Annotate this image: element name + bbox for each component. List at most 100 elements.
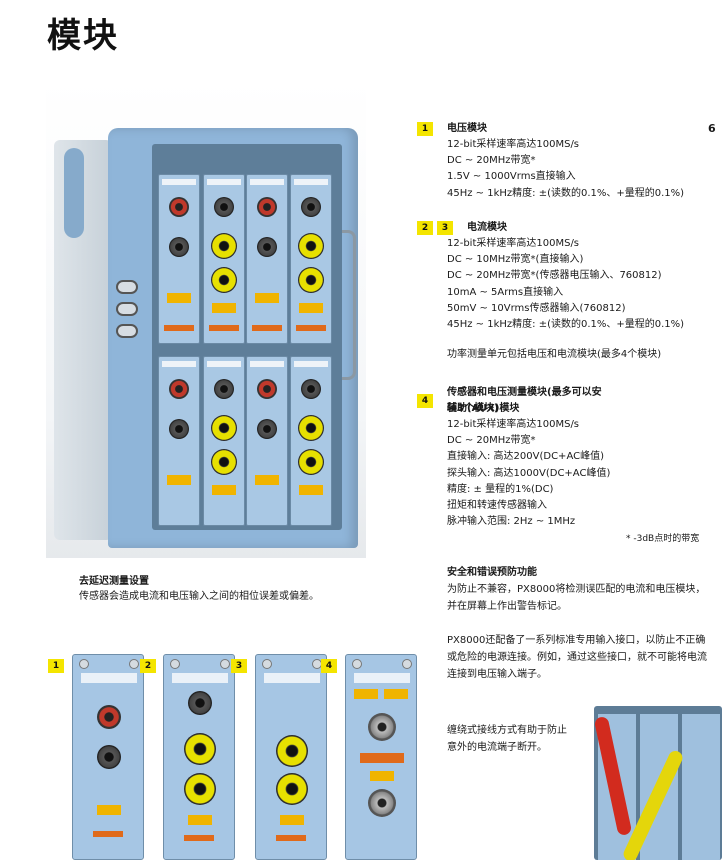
- voltage-module: [246, 356, 288, 526]
- current-jack-yellow: [298, 415, 324, 441]
- warning-label: [167, 475, 191, 485]
- voltage-jack-red: [169, 197, 189, 217]
- page-title: 模块: [47, 16, 119, 56]
- voltage-module-thumbnail: [72, 654, 144, 860]
- thumb-badge-3: 3: [231, 659, 247, 673]
- spec-line: 精度: ± 量程的1%(DC): [447, 483, 554, 495]
- warning-label: [255, 475, 279, 485]
- spec-line: DC ~ 20MHz带宽*(传感器电压输入、760812): [447, 270, 662, 282]
- brand-label: [164, 325, 194, 331]
- warning-label: [299, 485, 323, 495]
- brand-label: [93, 831, 123, 837]
- current-jack-yellow: [211, 449, 237, 475]
- voltage-jack-red: [97, 705, 121, 729]
- current-module: [290, 356, 332, 526]
- cable-photo: [594, 706, 722, 860]
- spec-line: 45Hz ~ 1kHz精度: ±(读数的0.1%、+量程的0.1%): [447, 319, 685, 331]
- current-jack-yellow: [276, 735, 308, 767]
- badge-2: 2: [417, 221, 433, 235]
- side-connector: [116, 280, 138, 294]
- instrument-handle: [342, 230, 356, 380]
- badge-1: 1: [417, 122, 433, 136]
- brand-label: [184, 835, 214, 841]
- voltage-jack-black: [257, 237, 277, 257]
- spec-line: 直接输入: 高达200V(DC+AC峰值): [447, 451, 604, 463]
- current-jack-yellow: [298, 449, 324, 475]
- voltage-jack-red: [169, 379, 189, 399]
- aux-module-title: 传感器和电压测量模块(最多可以安装3个模块): [447, 387, 602, 415]
- spec-line: 探头输入: 高达1000V(DC+AC峰值): [447, 467, 611, 479]
- current-module-section: 2 3 电流模块 12-bit采样速率高达100MS/s DC ~ 10MHz带…: [417, 220, 684, 363]
- current-module: [290, 174, 332, 344]
- current-jack-yellow: [298, 267, 324, 293]
- current-jack-black: [301, 379, 321, 399]
- badge-3: 3: [437, 221, 453, 235]
- current-jack-black: [301, 197, 321, 217]
- thumb-badge-4: 4: [321, 659, 337, 673]
- bandwidth-footnote: * -3dB点时的带宽: [626, 534, 700, 544]
- brand-label: [360, 753, 404, 763]
- warning-label: [255, 293, 279, 303]
- brand-label: [252, 325, 282, 331]
- safety-section: 安全和错误预防功能 为防止不兼容，PX8000将检测误匹配的电流和电压模块，并在…: [447, 564, 715, 683]
- cable-caption-line: 缠绕式接线方式有助于防止: [447, 725, 567, 736]
- brand-label: [209, 325, 239, 331]
- spec-line: DC ~ 10MHz带宽*(直接输入): [447, 254, 584, 266]
- instrument-photo: [46, 80, 366, 558]
- current-jack-yellow: [184, 733, 216, 765]
- thumb-badge-1: 1: [48, 659, 64, 673]
- warning-label: [370, 771, 394, 781]
- spec-line: 扭矩和转速传感器输入: [447, 500, 547, 512]
- brand-label: [276, 835, 306, 841]
- voltage-module: [158, 174, 200, 344]
- deskew-text: 传感器会造成电流和电压输入之间的相位误差或偏差。: [79, 591, 319, 602]
- current-jack-black: [214, 379, 234, 399]
- safety-paragraph: PX8000还配备了一系列标准专用输入接口，以防止不正确或危险的电源连接。例如，…: [447, 635, 707, 680]
- aux-module-section: 4 传感器和电压测量模块(最多可以安装3个模块) 辅助(AUX)模块 12-bi…: [417, 385, 610, 530]
- voltage-jack-red: [257, 197, 277, 217]
- spec-line: 45Hz ~ 1kHz精度: ±(读数的0.1%、+量程的0.1%): [447, 187, 685, 199]
- safety-paragraph: 为防止不兼容，PX8000将检测误匹配的电流和电压模块，并在屏幕上作出警告标记。: [447, 584, 706, 612]
- deskew-title: 去延迟测量设置: [79, 576, 149, 587]
- spec-line: DC ~ 20MHz带宽*: [447, 155, 536, 167]
- voltage-jack-black: [169, 419, 189, 439]
- current-module: [203, 174, 245, 344]
- voltage-module: [246, 174, 288, 344]
- spec-line: DC ~ 20MHz带宽*: [447, 435, 536, 447]
- spec-line: 10mA ~ 5Arms直接输入: [447, 286, 564, 298]
- warning-label: [97, 805, 121, 815]
- current-jack-yellow: [211, 267, 237, 293]
- spec-line: 1.5V ~ 1000Vrms直接输入: [447, 171, 576, 183]
- warning-label: [188, 815, 212, 825]
- voltage-jack-black: [257, 419, 277, 439]
- spec-line: 12-bit采样速率高达100MS/s: [447, 419, 580, 430]
- voltage-module-title: 电压模块: [447, 123, 487, 134]
- spec-line: 脉冲输入范围: 2Hz ~ 1MHz: [447, 516, 576, 528]
- bnc-connector: [368, 789, 396, 817]
- page-number: 6: [708, 122, 716, 135]
- current-module-thumbnail: [255, 654, 327, 860]
- thumb-badge-2: 2: [140, 659, 156, 673]
- warning-label: [280, 815, 304, 825]
- instrument-side-strip: [64, 148, 84, 238]
- current-jack-black: [188, 691, 212, 715]
- side-connector: [116, 302, 138, 316]
- safety-title: 安全和错误预防功能: [447, 567, 537, 578]
- aux-module-thumbnail: [345, 654, 417, 860]
- current-jack-yellow: [298, 233, 324, 259]
- warning-label: [299, 303, 323, 313]
- warning-label: [212, 485, 236, 495]
- deskew-section: 去延迟测量设置 传感器会造成电流和电压输入之间的相位误差或偏差。: [79, 574, 319, 604]
- current-module: [203, 356, 245, 526]
- voltage-jack-red: [257, 379, 277, 399]
- warning-label: [354, 689, 378, 699]
- current-module-title: 电流模块: [467, 222, 507, 233]
- current-jack-black: [214, 197, 234, 217]
- warning-label: [167, 293, 191, 303]
- warning-label: [212, 303, 236, 313]
- badge-4: 4: [417, 394, 433, 408]
- voltage-module-section: 1 电压模块 12-bit采样速率高达100MS/s DC ~ 20MHz带宽*…: [417, 121, 684, 202]
- aux-module-subtitle: 辅助(AUX)模块: [447, 403, 520, 414]
- cable-caption-line: 意外的电流端子断开。: [447, 742, 547, 753]
- voltage-jack-black: [169, 237, 189, 257]
